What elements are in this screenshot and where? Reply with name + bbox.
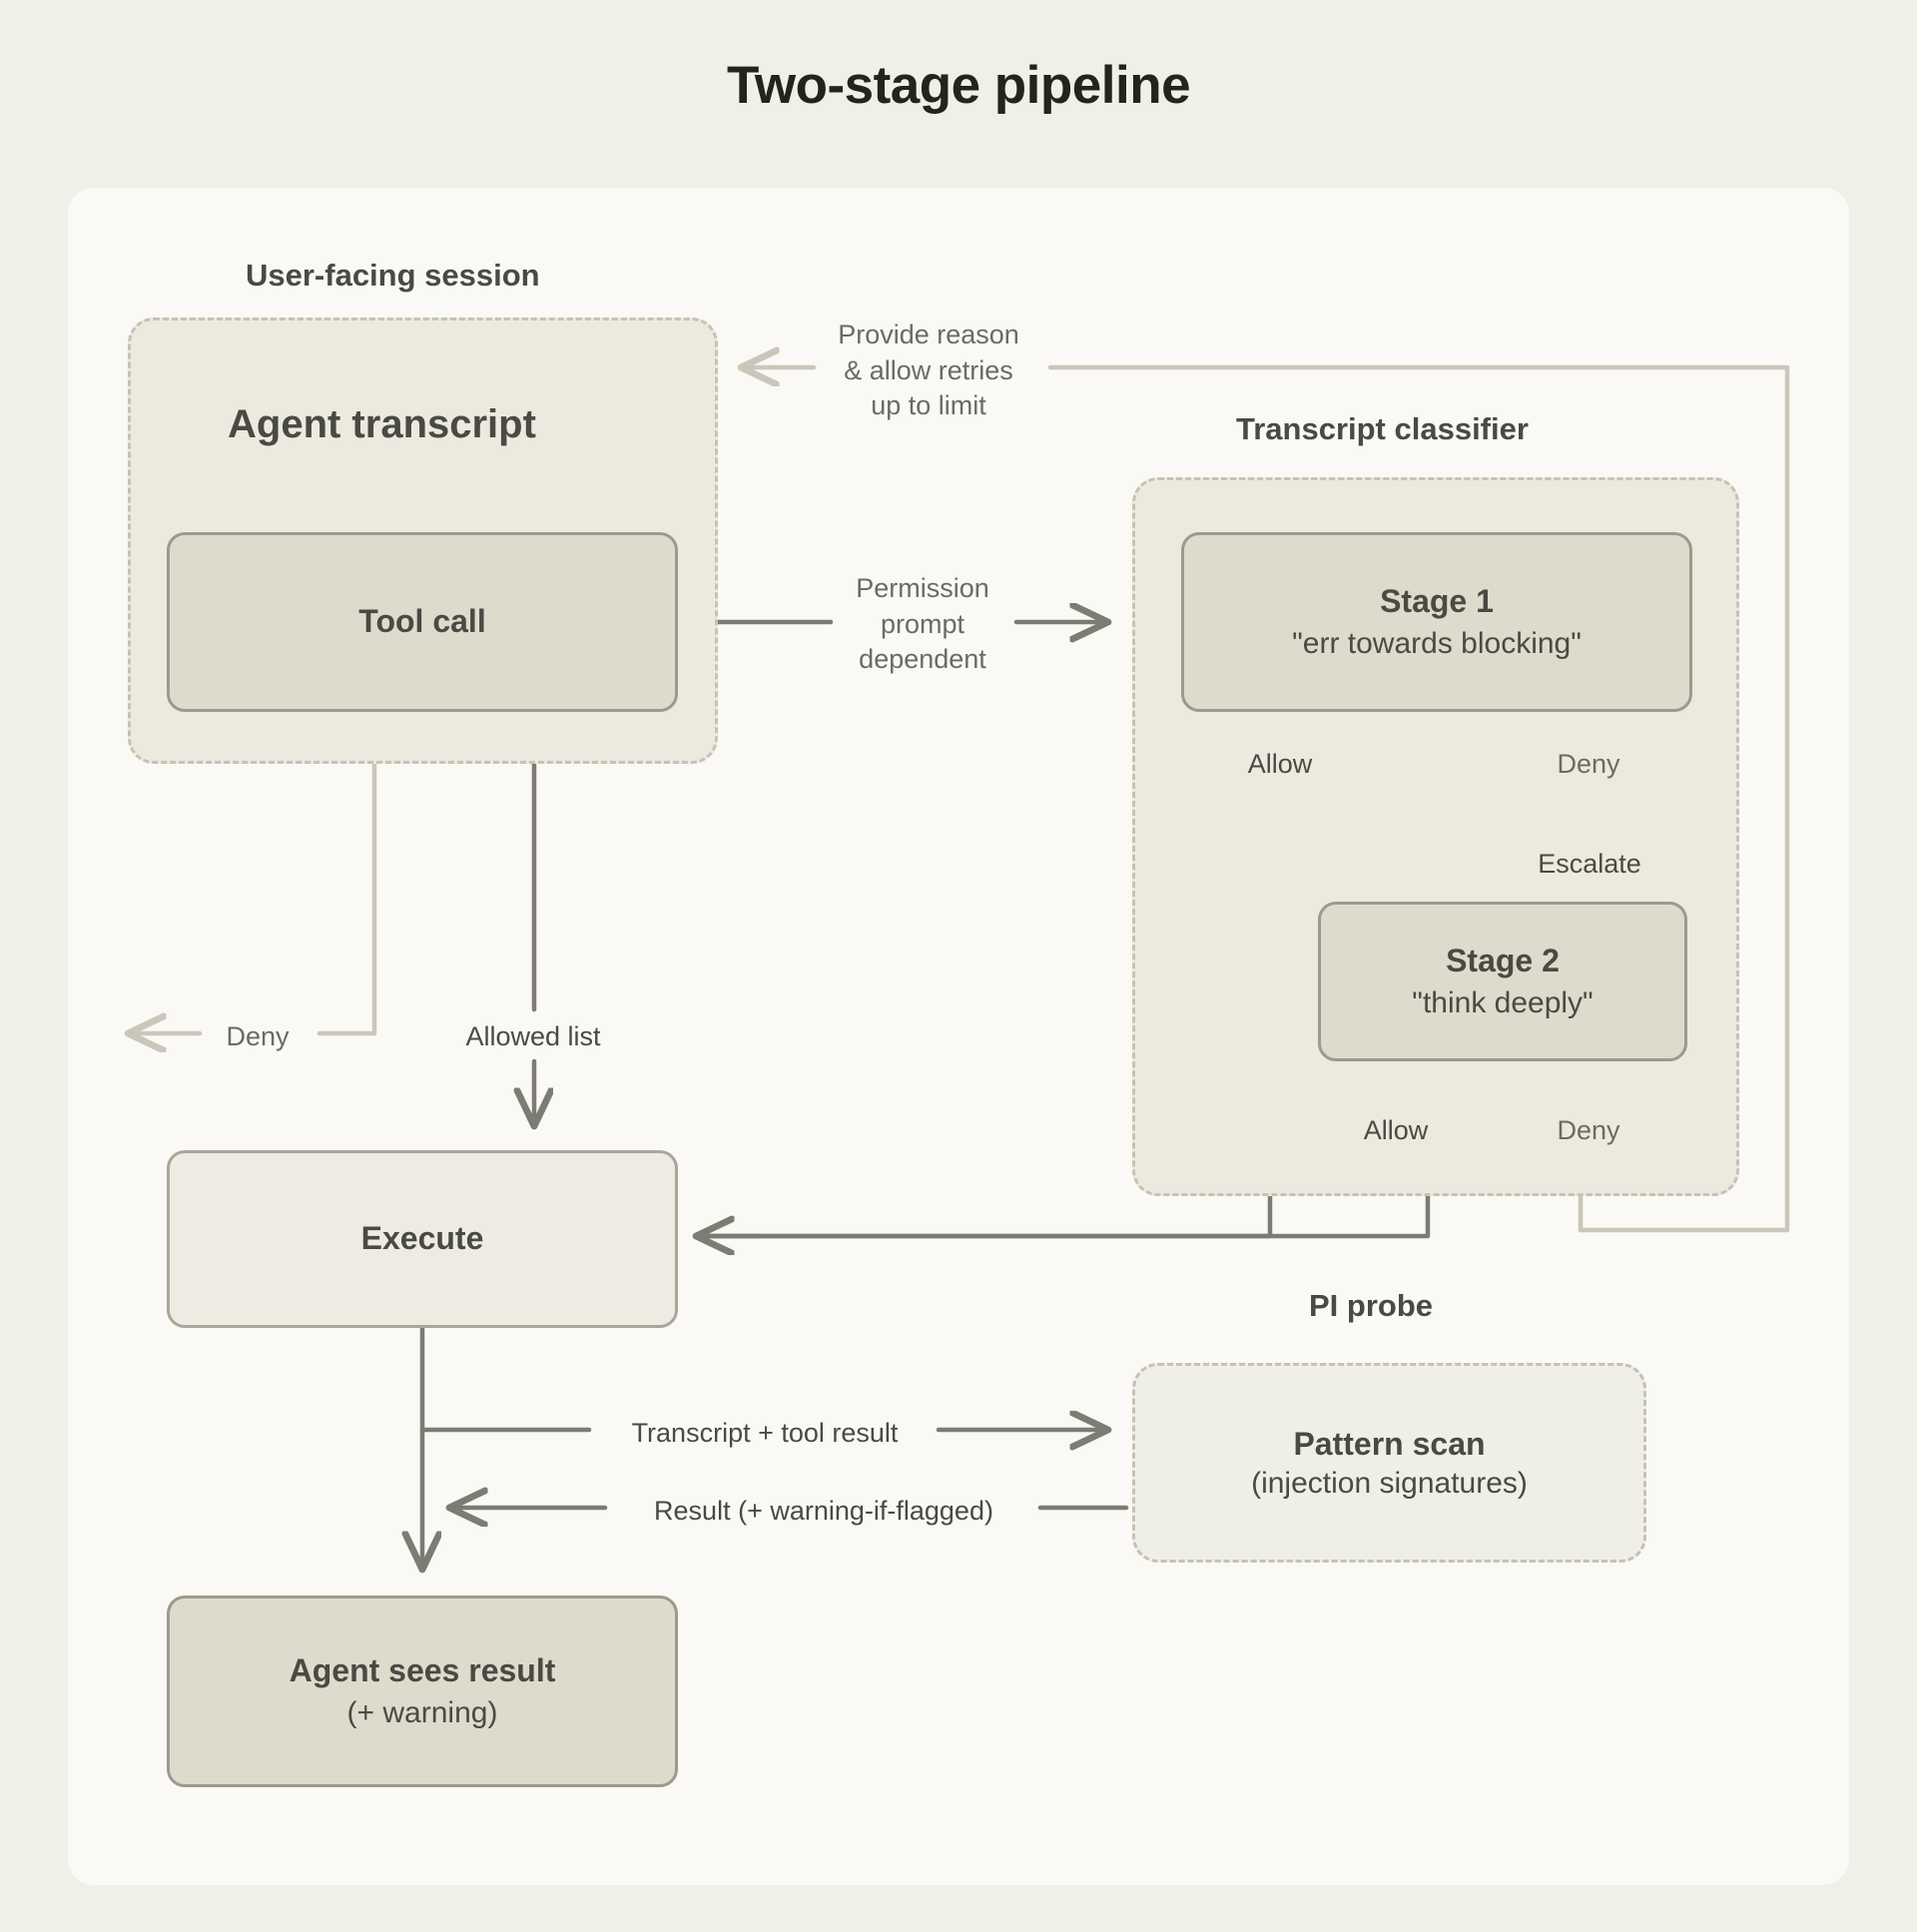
node-execute[interactable]: Execute [167, 1150, 678, 1328]
edge-label-provide-reason: Provide reason & allow retries up to lim… [838, 320, 1019, 421]
node-stage-1-subtitle: "err towards blocking" [1292, 626, 1582, 660]
node-execute-label: Execute [360, 1220, 484, 1257]
node-tool-call[interactable]: Tool call [167, 532, 678, 712]
pattern-scan-title: Pattern scan [1293, 1425, 1486, 1462]
heading-agent-transcript: Agent transcript [228, 402, 536, 446]
edge-label-escalate: Escalate [1538, 849, 1641, 879]
group-label-transcript-classifier: Transcript classifier [1236, 411, 1529, 446]
edge-label-stage1-allow: Allow [1247, 749, 1313, 779]
group-label-pi-probe: PI probe [1309, 1288, 1434, 1323]
node-stage-2-subtitle: "think deeply" [1412, 985, 1594, 1019]
node-agent-sees-result-title: Agent sees result [289, 1651, 556, 1688]
group-label-user-facing-session: User-facing session [246, 258, 540, 293]
edge-label-stage2-allow: Allow [1363, 1115, 1429, 1145]
page-title: Two-stage pipeline [726, 56, 1191, 115]
node-stage-2-title: Stage 2 [1446, 942, 1560, 978]
container-pattern-scan: Pattern scan (injection signatures) [1132, 1363, 1646, 1563]
node-agent-sees-result-subtitle: (+ warning) [346, 1695, 498, 1729]
edge-label-stage2-deny: Deny [1557, 1115, 1620, 1145]
node-agent-sees-result[interactable]: Agent sees result (+ warning) [167, 1596, 678, 1787]
edge-label-transcript-tool-result: Transcript + tool result [631, 1418, 899, 1448]
edge-label-permission-prompt-dependent: Permission prompt dependent [856, 573, 989, 675]
edge-label-tool-call-deny: Deny [226, 1021, 290, 1051]
node-stage-1[interactable]: Stage 1 "err towards blocking" [1181, 532, 1692, 712]
pattern-scan-subtitle: (injection signatures) [1251, 1466, 1528, 1500]
node-stage-2[interactable]: Stage 2 "think deeply" [1318, 902, 1687, 1061]
node-stage-1-title: Stage 1 [1380, 582, 1494, 619]
edge-label-allowed-list: Allowed list [465, 1021, 601, 1051]
edge-label-result-warning-if-flagged: Result (+ warning-if-flagged) [654, 1496, 993, 1526]
node-tool-call-label: Tool call [358, 603, 486, 640]
edge-label-stage1-deny: Deny [1557, 749, 1620, 779]
